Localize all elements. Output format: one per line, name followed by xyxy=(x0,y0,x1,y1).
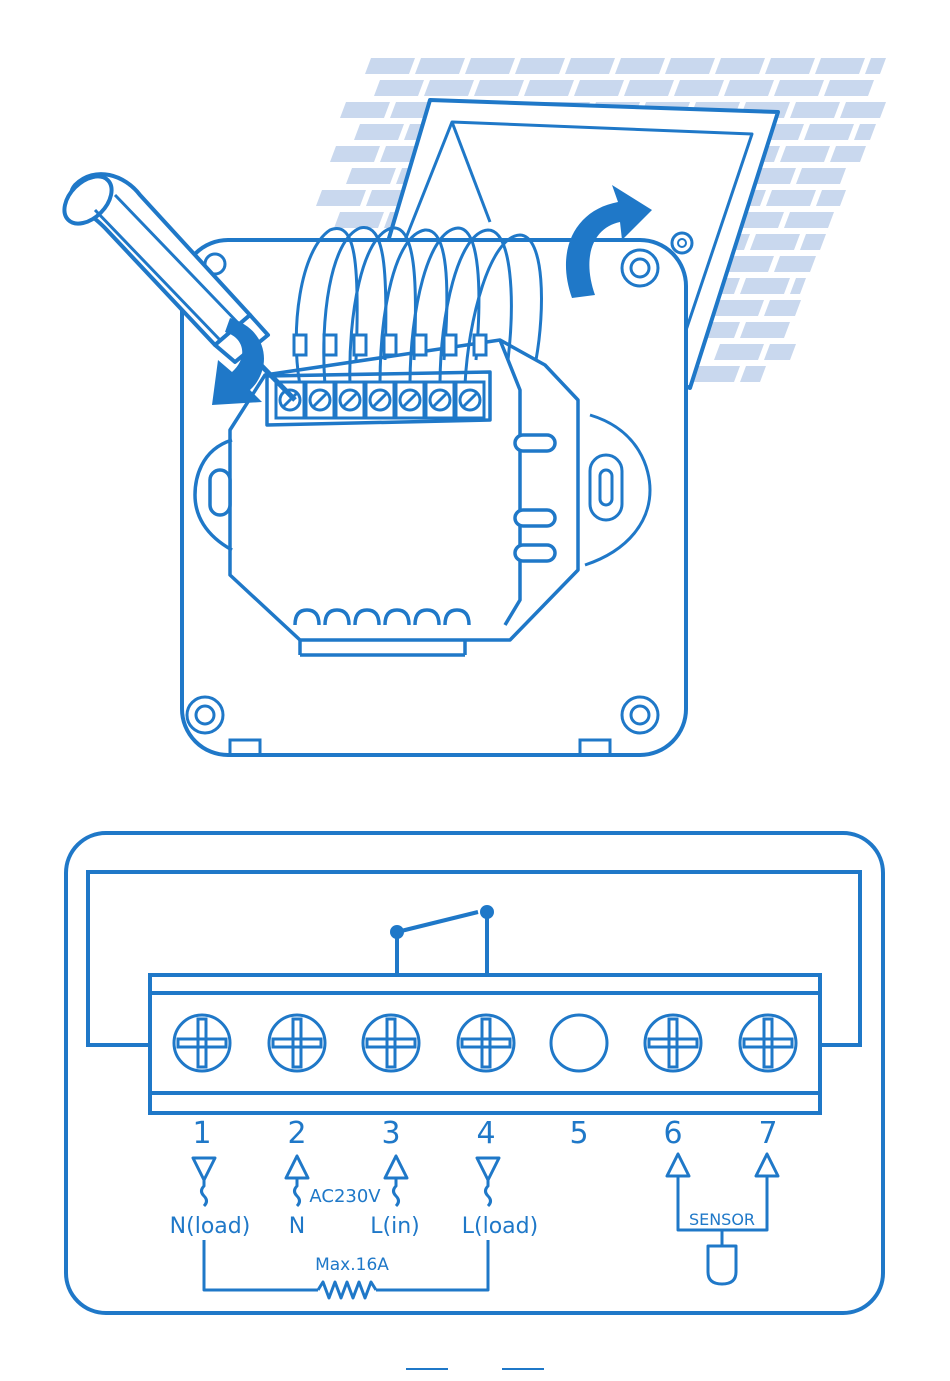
label-max-load: Max.16A xyxy=(315,1255,389,1275)
terminal-screw-icon xyxy=(645,1015,701,1071)
terminal-number: 7 xyxy=(758,1116,777,1151)
terminal-screw-icon xyxy=(363,1015,419,1071)
terminal-number: 1 xyxy=(192,1116,211,1151)
label-n: N xyxy=(289,1214,305,1239)
terminal-number: 4 xyxy=(476,1116,495,1151)
wiring-diagram: 1 2 3 4 5 6 7 xyxy=(66,833,883,1313)
terminal-number: 3 xyxy=(381,1116,400,1151)
label-n-load: N(load) xyxy=(170,1214,251,1239)
terminal-number: 6 xyxy=(663,1116,682,1151)
label-l-load: L(load) xyxy=(462,1214,538,1239)
terminal-screw-icon xyxy=(174,1015,230,1071)
label-l-in: L(in) xyxy=(370,1214,419,1239)
label-sensor: SENSOR xyxy=(689,1210,755,1229)
terminal-screw-icon xyxy=(458,1015,514,1071)
relay-switch xyxy=(392,907,492,975)
terminal-number: 2 xyxy=(287,1116,306,1151)
terminal-blank xyxy=(551,1015,607,1071)
terminal-screw-icon xyxy=(740,1015,796,1071)
label-supply: AC230V xyxy=(309,1186,381,1207)
terminal-screw-icon xyxy=(269,1015,325,1071)
terminal-number: 5 xyxy=(569,1116,588,1151)
